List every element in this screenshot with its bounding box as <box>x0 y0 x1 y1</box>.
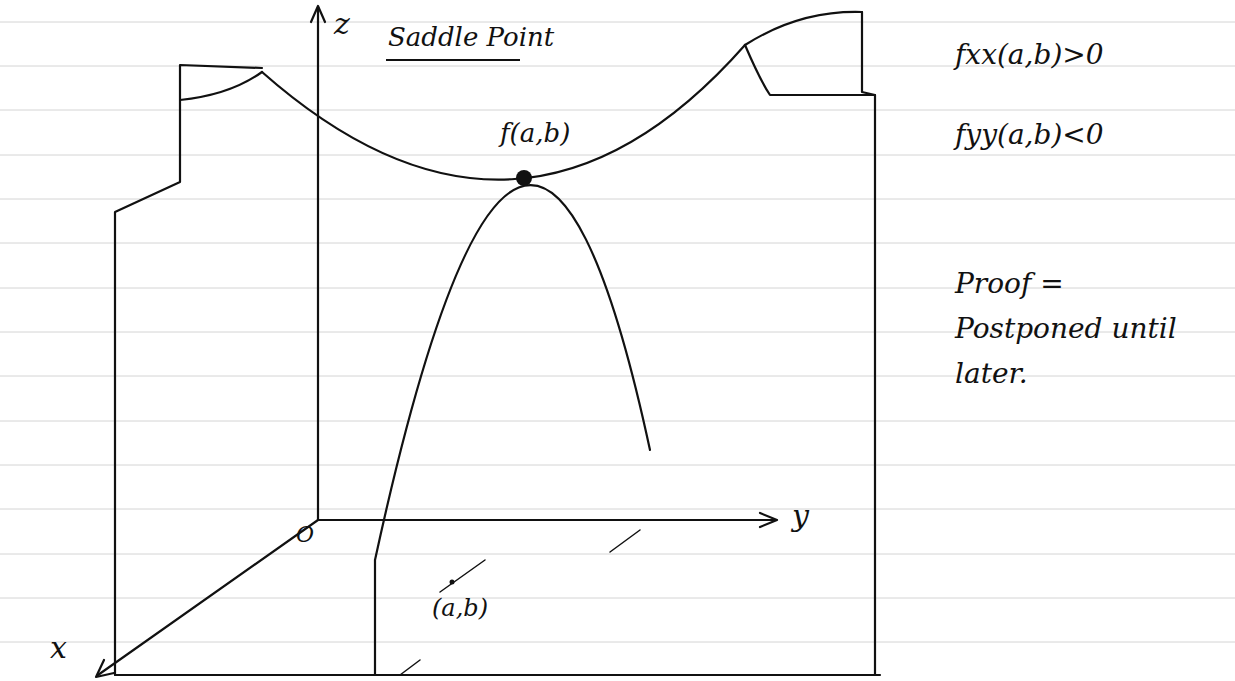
point-label: f(a,b) <box>500 118 570 149</box>
z-arrowhead <box>311 6 325 22</box>
title-underline <box>386 59 520 61</box>
right-flap-edge <box>745 45 875 95</box>
axis-label: x <box>50 630 67 666</box>
condition-note: fxx(a,b)>0 <box>955 38 1104 72</box>
downward-curve <box>375 185 650 560</box>
left-flap <box>180 72 262 100</box>
condition-note: fyy(a,b)<0 <box>955 118 1104 152</box>
projection-line <box>610 530 640 552</box>
upward-curve <box>262 45 745 180</box>
ruled-lines <box>0 22 1235 642</box>
y-arrowhead <box>760 513 777 527</box>
point-label: (a,b) <box>432 594 488 623</box>
z-axis <box>317 8 319 520</box>
projection-line <box>400 660 420 675</box>
projection-line <box>440 560 485 592</box>
axis-label: y <box>792 498 809 534</box>
proof-note: Proof = Postponed until later. <box>955 262 1220 396</box>
front-edge <box>115 674 880 676</box>
axis-label: z <box>334 6 350 42</box>
right-flap <box>745 12 862 45</box>
title-text: Saddle Point <box>388 22 554 53</box>
saddle-point-dot <box>516 170 532 186</box>
x-axis <box>98 520 318 675</box>
base-point-dot <box>450 580 455 585</box>
front-line <box>374 560 376 675</box>
x-arrowhead <box>96 660 114 677</box>
y-axis <box>318 519 775 521</box>
left-edge <box>115 65 262 675</box>
right-edge <box>862 12 875 675</box>
origin-label: O <box>296 522 314 548</box>
